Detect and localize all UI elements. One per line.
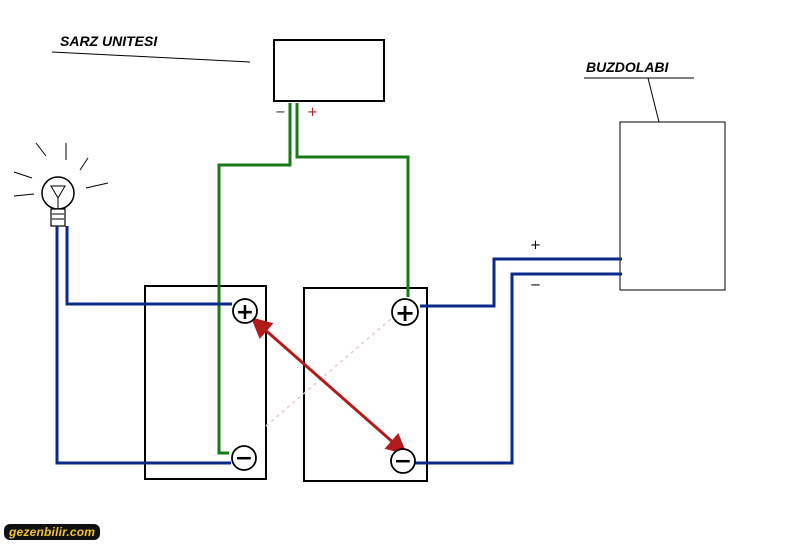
fridge-minus-sign: − <box>530 278 541 293</box>
lamp-wire-negative <box>55 226 231 465</box>
battery-1-plus-sign: + <box>236 300 254 325</box>
fridge-box <box>619 121 726 291</box>
series-link-arrow <box>250 317 408 455</box>
charge-wire-positive <box>295 103 410 297</box>
battery-2-plus-sign: + <box>395 299 415 327</box>
fridge-plus-sign: + <box>530 238 541 253</box>
charger-label: SARZ UNITESI <box>60 33 158 49</box>
battery-2-plus-terminal: + <box>391 298 419 327</box>
watermark-logo: gezenbilir.com <box>4 524 101 540</box>
charger-plus-sign: + <box>307 105 318 120</box>
battery-1-minus-terminal: − <box>231 445 257 471</box>
fridge-wire-negative <box>414 272 622 465</box>
lamp-icon <box>13 142 109 227</box>
fridge-label: BUZDOLABI <box>586 59 670 75</box>
battery-2-minus-sign: − <box>394 449 412 474</box>
battery-1-plus-terminal: + <box>232 298 258 325</box>
battery-2-minus-terminal: − <box>390 448 416 474</box>
battery-1-minus-sign: − <box>235 446 253 471</box>
lamp-wire-positive <box>65 226 232 306</box>
charger-unit <box>273 39 385 102</box>
faint-trace <box>265 317 393 427</box>
fridge-wire-positive <box>420 257 622 308</box>
charge-wire-negative <box>217 103 292 455</box>
charger-leader-line <box>51 51 251 63</box>
charger-minus-sign: − <box>275 105 286 120</box>
